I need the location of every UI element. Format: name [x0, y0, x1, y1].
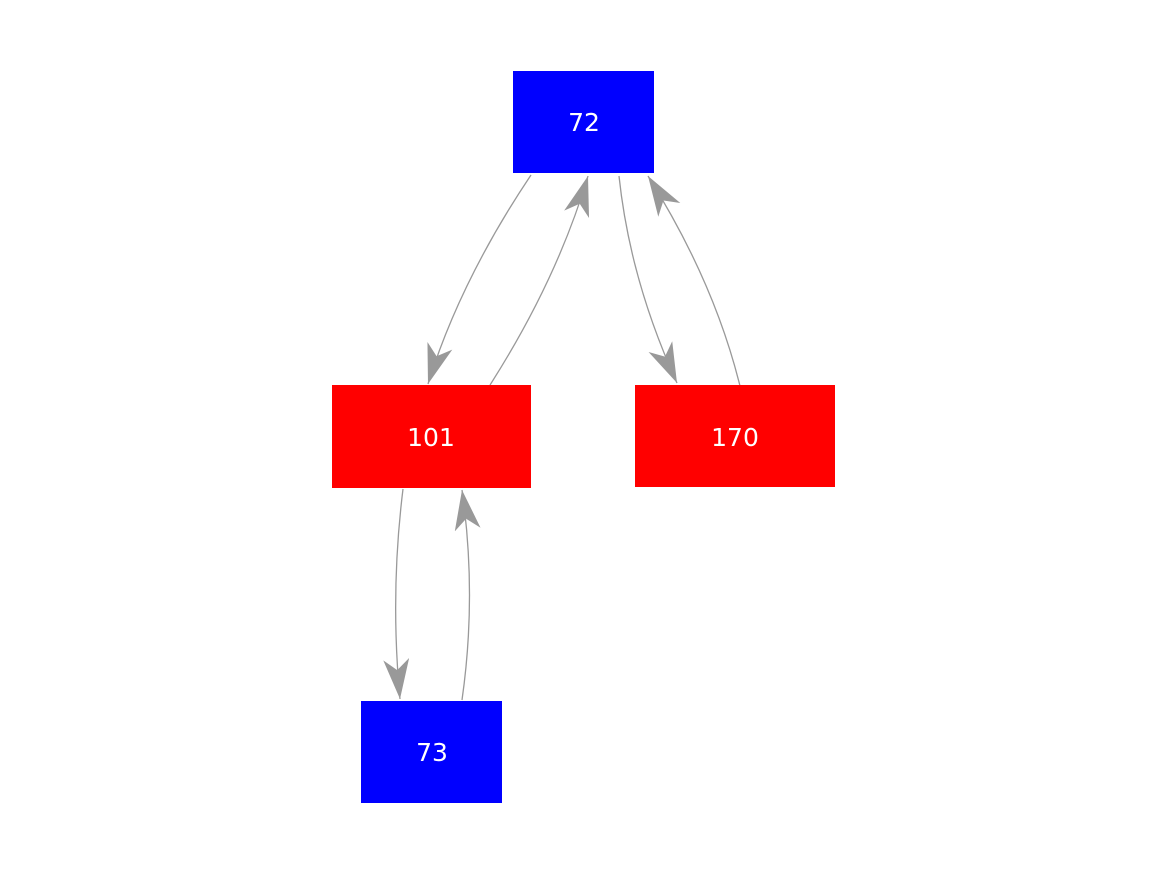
edge-101-to-72	[489, 175, 590, 386]
node-170: 170	[635, 385, 835, 487]
edge-101-to-73	[383, 488, 410, 700]
edge-72-to-170	[618, 175, 678, 384]
node-73: 73	[361, 701, 502, 803]
node-72-box	[513, 71, 654, 173]
node-170-label: 170	[711, 423, 759, 452]
node-73-label: 73	[416, 738, 448, 767]
node-101-box	[332, 385, 531, 488]
node-72-label: 72	[568, 108, 600, 137]
node-170-box	[635, 385, 835, 487]
edge-73-to-101	[454, 489, 481, 701]
node-73-box	[361, 701, 502, 803]
node-101-label: 101	[407, 423, 455, 452]
node-72: 72	[513, 71, 654, 173]
node-101: 101	[332, 385, 531, 488]
edge-72-to-101	[427, 174, 532, 385]
edge-layer	[383, 174, 741, 701]
edge-170-to-72	[647, 175, 741, 387]
